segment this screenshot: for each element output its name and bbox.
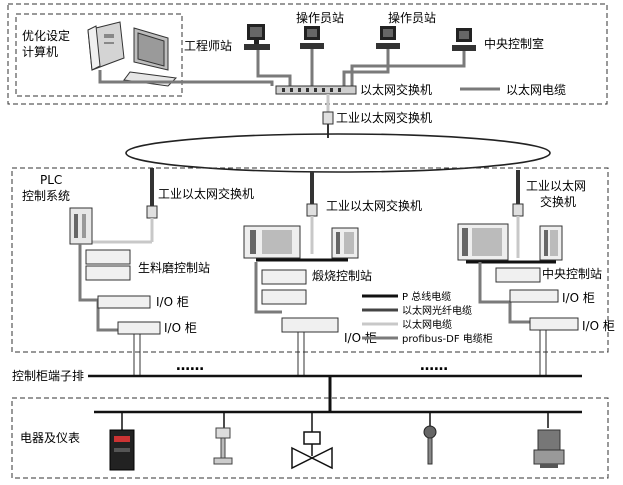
industrial-switch-right-icon xyxy=(512,203,524,217)
left-io-label-1: I/O 柜 xyxy=(156,295,189,309)
left-io-module-1 xyxy=(97,295,151,309)
plc-zone-dots-right: …… xyxy=(420,358,448,374)
industrial-switch-left-icon xyxy=(146,205,158,219)
raw-mill-station-label: 生料磨控制站 xyxy=(138,261,210,275)
optimization-pc-border xyxy=(15,13,183,97)
central-workstation-icon xyxy=(452,28,476,51)
legend-label-1: P 总线电缆 xyxy=(402,290,451,303)
calcining-station-module xyxy=(261,269,307,305)
operator-workstation-icon-1 xyxy=(300,26,324,49)
left-io-module-2 xyxy=(117,321,161,335)
right-io-label-2: I/O 柜 xyxy=(582,319,615,333)
middle-io-label: I/O 柜 xyxy=(344,331,377,345)
plc-title-line2: 控制系统 xyxy=(22,189,70,203)
plc-title-label: PLC 控制系统 xyxy=(22,173,70,203)
monitor-icon xyxy=(123,27,178,87)
field-zone-label: 电器及仪表 xyxy=(20,431,80,445)
legend-label-4: profibus-DF 电缆柜 xyxy=(402,332,493,345)
operator-station-label-2: 操作员站 xyxy=(388,10,436,25)
plc-title-line1: PLC xyxy=(40,173,62,187)
io-to-terminal-drops xyxy=(133,330,547,376)
optimization-pc-ethernet-cable xyxy=(98,70,274,86)
top-ethernet-cables xyxy=(256,49,466,86)
industrial-switch-top-label: 工业以太网交换机 xyxy=(336,110,432,125)
legend-label-2: 以太网光纤电缆 xyxy=(402,304,472,317)
frequency-inverter-icon xyxy=(109,429,135,471)
right-io-label-1: I/O 柜 xyxy=(562,291,595,305)
middle-plc-rack-right xyxy=(331,227,359,259)
right-plc-rack-right xyxy=(539,225,563,261)
industrial-switch-top-icon xyxy=(322,111,334,125)
pressure-transmitter-icon xyxy=(533,429,565,468)
central-station-label: 中央控制站 xyxy=(542,266,602,281)
right-io-module-1 xyxy=(509,289,559,303)
top-zone-border xyxy=(7,3,608,105)
legend-label-3: 以太网电缆 xyxy=(402,318,452,331)
plc-zone-dots-left: …… xyxy=(176,358,204,374)
industrial-switch-middle-icon xyxy=(306,203,318,217)
operator-station-label-1: 操作员站 xyxy=(296,10,344,25)
industrial-switch-left-label: 工业以太网交换机 xyxy=(158,186,254,201)
switch-ports xyxy=(282,88,341,92)
industrial-ethernet-ring xyxy=(125,133,551,173)
optimization-pc-label-line2: 计算机 xyxy=(22,44,58,59)
optimization-pc-label-line1: 优化设定 xyxy=(22,28,70,43)
right-plc-rack-left xyxy=(457,223,509,261)
right-io-module-2 xyxy=(529,317,579,331)
control-valve-icon xyxy=(291,431,333,470)
raw-mill-station-module xyxy=(85,249,131,281)
server-tower-icon xyxy=(87,21,125,71)
calcining-station-label: 煅烧控制站 xyxy=(312,268,372,283)
industrial-switch-right-label: 工业以太网 交换机 xyxy=(526,178,590,209)
ring-drop-cables xyxy=(150,168,520,206)
middle-io-module xyxy=(281,317,339,333)
left-plc-rack xyxy=(69,207,93,245)
legend-ethernet-cable-label: 以太网电缆 xyxy=(506,82,566,97)
industrial-switch-right-line1: 工业以太网 xyxy=(526,178,586,193)
operator-workstation-icon-2 xyxy=(376,26,400,49)
central-station-module xyxy=(495,267,541,283)
ethernet-switch-label: 以太网交换机 xyxy=(360,82,432,97)
temperature-sensor-icon xyxy=(423,425,437,465)
field-drops xyxy=(121,412,549,432)
engineer-station-label: 工程师站 xyxy=(184,38,232,53)
flow-transmitter-icon xyxy=(213,427,233,465)
industrial-switch-middle-label: 工业以太网交换机 xyxy=(326,198,422,213)
engineer-workstation-icon xyxy=(244,24,270,50)
middle-plc-rack-left xyxy=(243,225,301,259)
industrial-switch-right-line2: 交换机 xyxy=(540,194,576,209)
optimization-pc-label: 优化设定 计算机 xyxy=(22,28,74,59)
central-control-room-label: 中央控制室 xyxy=(484,36,544,51)
left-io-label-2: I/O 柜 xyxy=(164,321,197,335)
middle-profibus-cable xyxy=(254,262,282,314)
field-zone-border xyxy=(11,397,609,479)
plc-zone-border xyxy=(11,167,609,353)
terminal-row-label: 控制柜端子排 xyxy=(12,369,84,383)
